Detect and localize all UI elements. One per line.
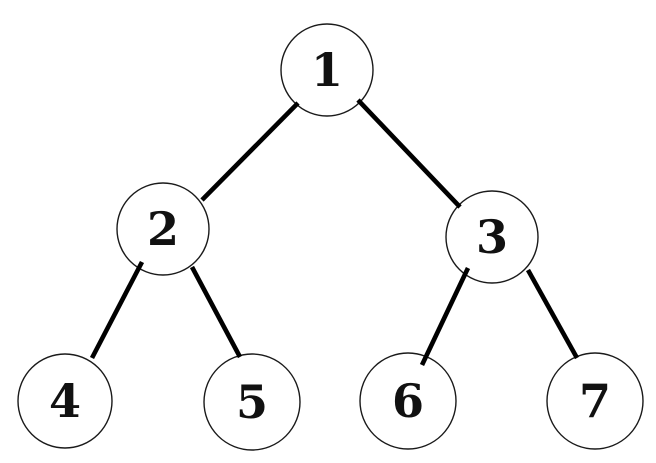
tree-node-circle-7 (546, 352, 644, 450)
tree-edge-1-2 (200, 101, 300, 202)
tree-labels-layer: 1 2 3 4 5 6 7 (49, 43, 611, 429)
tree-edge-3-6 (419, 267, 471, 366)
tree-node-label-4: 4 (49, 374, 81, 428)
tree-nodes-layer (17, 23, 644, 451)
tree-node-label-7: 7 (579, 374, 611, 428)
tree-node-circle-2 (116, 182, 210, 276)
tree-node-label-3: 3 (476, 210, 508, 264)
tree-node-circle-5 (203, 353, 301, 451)
tree-node-label-5: 5 (236, 375, 268, 429)
tree-edges-layer (89, 98, 580, 366)
tree-edge-2-4 (89, 260, 145, 360)
tree-node-label-2: 2 (147, 202, 179, 256)
tree-node-label-6: 6 (392, 374, 424, 428)
tree-edge-1-3 (356, 98, 462, 209)
tree-node-circle-6 (359, 352, 457, 450)
tree-node-circle-4 (17, 353, 113, 449)
tree-edge-3-7 (525, 268, 580, 360)
tree-edge-2-5 (189, 265, 243, 359)
tree-node-circle-1 (280, 23, 374, 117)
tree-node-label-1: 1 (311, 43, 343, 97)
tree-node-circle-3 (445, 190, 539, 284)
